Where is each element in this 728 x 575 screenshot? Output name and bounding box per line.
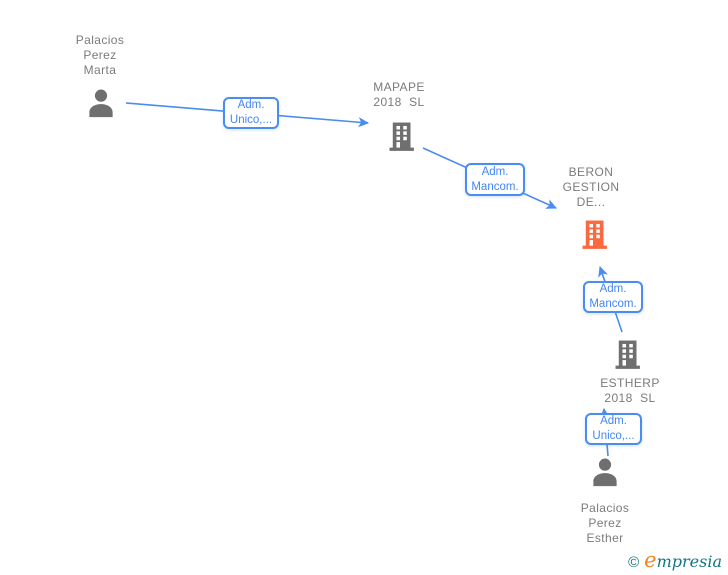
building-icon-highlighted xyxy=(582,220,607,249)
edge-label-adm-mancom-estherp-beron[interactable]: Adm. Mancom. xyxy=(583,281,643,313)
edge-label-adm-mancom-mapape-beron[interactable]: Adm. Mancom. xyxy=(465,163,525,196)
node-label-palacios-perez-marta: Palacios Perez Marta xyxy=(75,33,125,77)
node-label-mapape: MAPAPE 2018 SL xyxy=(373,80,425,109)
edge-label-adm-unico-marta-mapape[interactable]: Adm. Unico,... xyxy=(223,97,279,129)
building-icon xyxy=(389,122,414,151)
node-person-palacios-perez-esther[interactable] xyxy=(588,455,622,489)
node-company-beron-gestion[interactable] xyxy=(578,217,612,251)
node-label-estherp: ESTHERP 2018 SL xyxy=(600,376,660,405)
person-icon xyxy=(89,89,113,118)
building-icon xyxy=(615,340,640,369)
node-company-estherp[interactable] xyxy=(611,337,645,371)
node-label-beron-gestion: BERON GESTION DE... xyxy=(562,165,620,209)
edge-label-adm-unico-esther-estherp[interactable]: Adm. Unico,... xyxy=(585,413,642,445)
person-icon xyxy=(593,458,617,487)
node-company-mapape[interactable] xyxy=(385,119,419,153)
node-label-palacios-perez-esther: Palacios Perez Esther xyxy=(580,501,630,545)
brand-name: mpresia xyxy=(656,552,722,571)
brand-initial: e xyxy=(644,548,657,572)
node-person-palacios-perez-marta[interactable] xyxy=(84,86,118,120)
brand-logo[interactable]: © e mpresia xyxy=(628,548,722,572)
copyright-icon: © xyxy=(628,554,640,571)
